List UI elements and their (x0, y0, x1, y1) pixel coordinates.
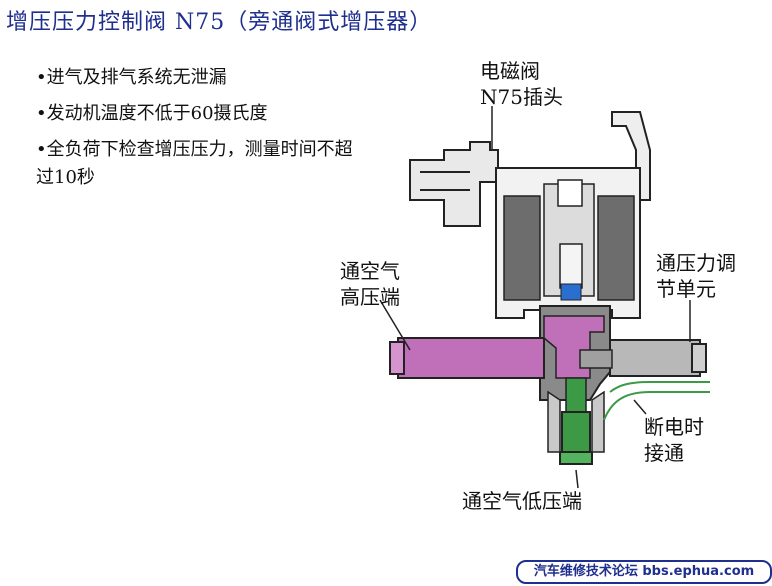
connector-plug (409, 141, 499, 227)
leader-high (379, 299, 411, 351)
leader-low (575, 469, 579, 489)
bullet-no-leak: •进气及排气系统无泄漏 (36, 67, 227, 88)
label-deenergized-line1: 断电时 (644, 415, 704, 439)
label-solenoid-line2: N75插头 (480, 85, 563, 109)
bullet-full-load-check: •全负荷下检查增压压力，测量时间不超过10秒 (36, 139, 353, 188)
leader-lines (379, 106, 691, 489)
label-solenoid-line1: 电磁阀 (480, 59, 540, 83)
label-solenoid: 电磁阀 N75插头 (480, 58, 563, 110)
high-pressure-port (389, 315, 605, 379)
low-pressure-port (547, 377, 605, 465)
label-regulator-line1: 通压力调 (656, 251, 736, 275)
regulator-port (579, 339, 707, 377)
page-title: 增压压力控制阀 N75（旁通阀式增压器） (6, 10, 433, 35)
deenergized-flow-line (603, 381, 710, 421)
solenoid-housing (495, 167, 641, 319)
leader-deenergized (633, 399, 647, 415)
label-high-line1: 通空气 (340, 259, 400, 283)
label-deenergized: 断电时 接通 (644, 414, 704, 466)
bullet-engine-temp: •发动机温度不低于60摄氏度 (36, 103, 268, 124)
plunger (560, 283, 582, 301)
label-low-pressure: 通空气低压端 (462, 489, 582, 513)
bullet-list: •进气及排气系统无泄漏 •发动机温度不低于60摄氏度 •全负荷下检查增压压力，测… (36, 64, 356, 200)
label-regulator: 通压力调 节单元 (656, 250, 736, 302)
label-high-pressure: 通空气 高压端 (340, 258, 400, 310)
label-regulator-line2: 节单元 (656, 277, 716, 301)
forum-footer: 汽车维修技术论坛 bbs.ephua.com (516, 560, 772, 584)
label-high-line2: 高压端 (340, 285, 400, 309)
label-deenergized-line2: 接通 (644, 441, 684, 465)
